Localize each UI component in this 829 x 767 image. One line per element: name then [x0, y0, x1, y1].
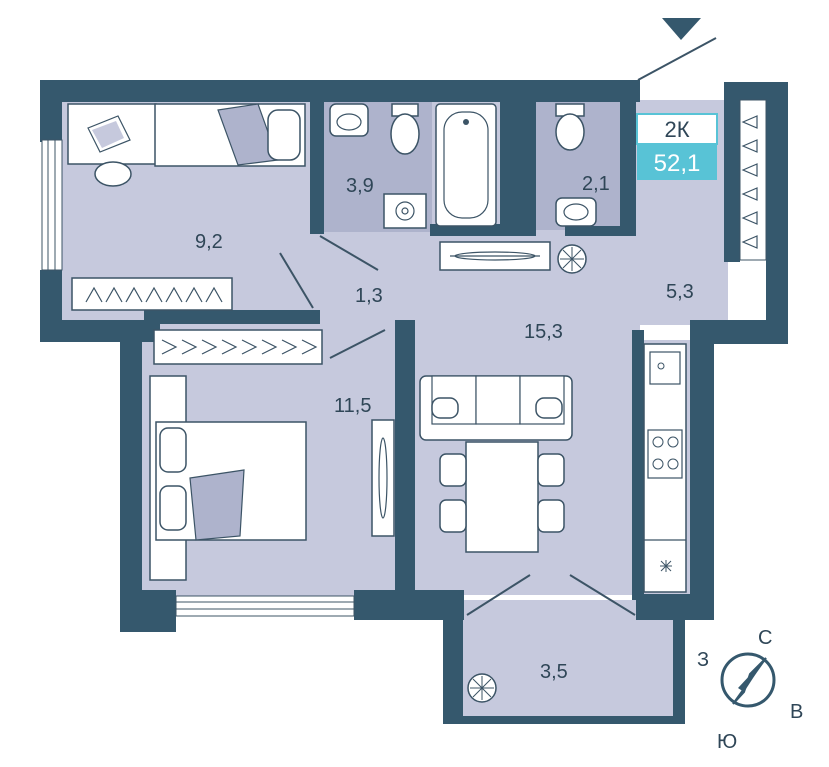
hallway-furniture — [439, 241, 587, 274]
bathroom-fixtures — [329, 103, 497, 229]
badge-area: 52,1 — [654, 150, 701, 177]
compass-icon: С З В Ю — [697, 627, 803, 753]
cooktop-icon — [647, 429, 683, 479]
sink-icon — [329, 103, 369, 137]
bedroom-1-furniture — [67, 103, 306, 311]
apartment-badge: 2К 52,1 — [636, 113, 718, 180]
room-area-bedroom-1: 9,2 — [195, 231, 223, 253]
washing-machine-icon — [383, 193, 427, 229]
room-area-toilet: 2,1 — [582, 173, 610, 195]
plant-icon — [467, 673, 497, 703]
room-area-bathroom: 3,9 — [346, 175, 374, 197]
kitchen-living-furniture — [419, 343, 687, 593]
room-area-hallway: 5,3 — [666, 281, 694, 303]
hanger-icon — [741, 115, 758, 249]
badge-rooms: 2К — [664, 117, 689, 142]
room-area-balcony: 3,5 — [540, 661, 568, 683]
door-swings — [279, 37, 717, 616]
plant-icon — [557, 244, 587, 274]
room-area-bedroom-2: 11,5 — [334, 395, 371, 417]
compass-north: С — [758, 627, 772, 649]
hanger-icon — [85, 286, 223, 303]
room-area-kitchen-living: 15,3 — [524, 321, 563, 343]
compass-east: В — [790, 701, 803, 723]
room-area-corridor: 1,3 — [355, 285, 383, 307]
laptop-icon — [87, 115, 131, 153]
compass-west: З — [697, 649, 709, 671]
toilet-room-fixtures — [555, 103, 597, 227]
walls — [40, 80, 788, 724]
dining-table — [439, 441, 565, 553]
toilet-icon — [390, 103, 420, 155]
compass-south: Ю — [717, 731, 737, 753]
sofa — [419, 375, 573, 441]
bathtub-icon — [435, 103, 497, 227]
kitchen-counter — [643, 343, 687, 593]
entrance-arrow-icon — [662, 18, 701, 40]
bedroom-2-furniture — [149, 329, 395, 581]
